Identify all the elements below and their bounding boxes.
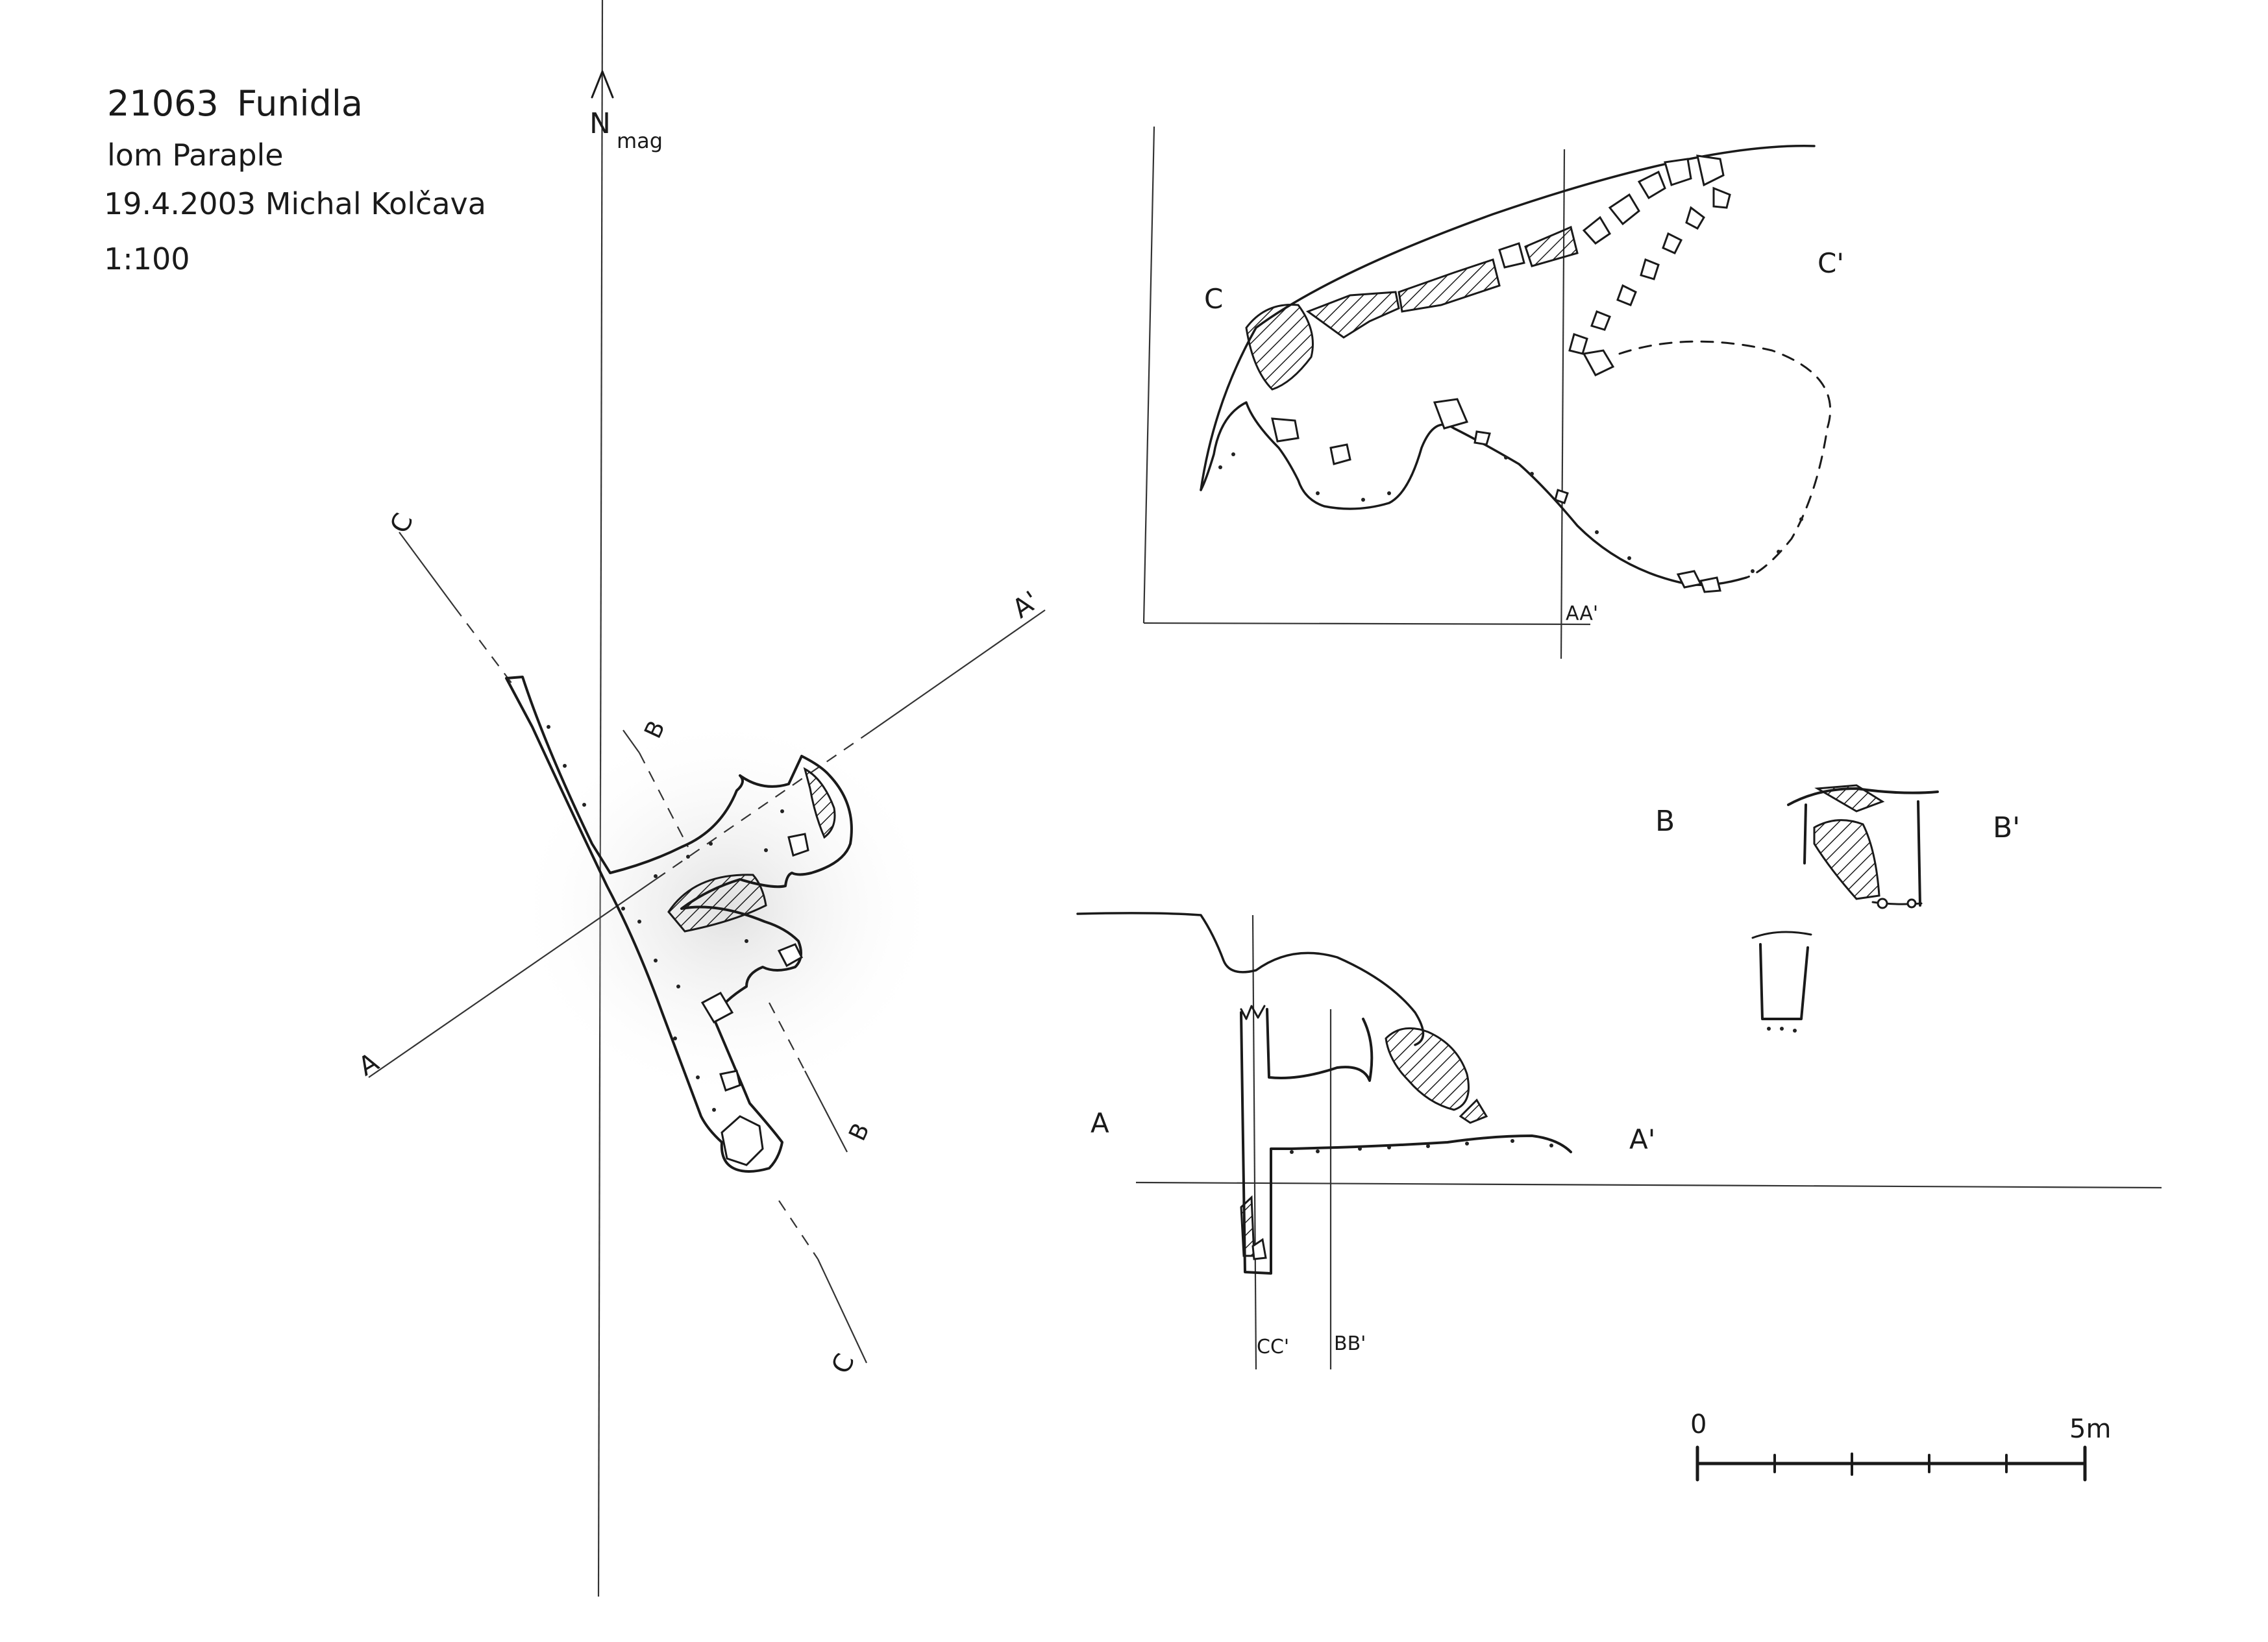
section-line-c-end: [817, 1258, 867, 1364]
section-line-a-end: [869, 609, 1046, 733]
plan-boulder: [721, 1115, 764, 1166]
section-cc-label-left: C: [1204, 283, 1223, 315]
section-bb-wall-left: [1803, 803, 1807, 864]
section-cc-boulder-4: [1524, 225, 1579, 267]
section-cc-frame-left: [1142, 126, 1155, 624]
section-aa-shaft-stone: [1251, 1238, 1267, 1260]
section-line-c-dashed-end: [778, 1200, 819, 1260]
section-aa-label-right: A': [1629, 1123, 1655, 1155]
section-bb-lower-shaft: [1759, 943, 1809, 1020]
section-aa-shaft-top: [1240, 1005, 1266, 1020]
section-aa-floor-specks: [1290, 1139, 1553, 1154]
section-cc-floor: [1200, 401, 1747, 586]
section-bb-floor: [1871, 901, 1923, 905]
section-aa-floor: [1240, 1011, 1572, 1275]
section-cc-crossing-label: AA': [1566, 602, 1598, 625]
section-cc-aa-line: [1560, 149, 1566, 659]
plan-label-c-top: C: [385, 509, 419, 538]
section-cc-label-right: C': [1818, 247, 1844, 279]
section-bb-ceiling-hatch: [1814, 784, 1885, 813]
scale-bar-ticks: [1695, 1445, 2087, 1482]
cave-id: 21063: [107, 83, 219, 124]
section-aa-label-left: A: [1091, 1107, 1109, 1139]
plan-boulder-4: [719, 1070, 741, 1092]
section-line-b-dashed-end: [769, 1002, 806, 1072]
plan-view: A A' C C B B: [354, 509, 1046, 1379]
section-bb: B B': [1655, 784, 2020, 1033]
section-aa-boulder-small: [1459, 1098, 1488, 1124]
section-cc: C C' AA': [1142, 126, 1844, 659]
plan-boulder-hatched-1: [667, 874, 767, 933]
section-aa-ceiling: [1076, 912, 1425, 1046]
section-line-b-dashed: [639, 752, 689, 848]
arrow-head-icon: [591, 70, 614, 99]
section-line-a-dashed: [655, 731, 870, 880]
section-bb-label-left: B: [1655, 805, 1675, 838]
section-aa-passage-roof: [1266, 1008, 1374, 1082]
scale-note: 1:100: [104, 241, 190, 276]
section-aa-cc-line: [1251, 914, 1257, 1370]
section-bb-boulder-hatched: [1813, 819, 1880, 900]
plan-label-a: A: [354, 1047, 384, 1082]
section-cc-boulder-3: [1398, 258, 1501, 313]
section-line-c-dashed: [454, 606, 513, 685]
north-letter: N: [589, 107, 611, 140]
cave-plan-outline: [505, 676, 853, 1173]
plan-label-b-bottom: B: [844, 1119, 875, 1145]
section-bb-label-right: B': [1993, 811, 2020, 844]
section-aa-crossing-cc: CC': [1257, 1336, 1289, 1358]
section-bb-floor-stones: [1877, 898, 1917, 909]
section-cc-frame-bottom: [1143, 622, 1591, 626]
section-line-b-end: [804, 1070, 848, 1153]
title-block: 21063 Funidla lom Paraple 19.4.2003 Mich…: [104, 83, 486, 276]
plan-boulder-hatched-2: [803, 767, 836, 839]
section-aa-crossing-bb: BB': [1334, 1332, 1366, 1355]
section-line-c-start: [399, 532, 455, 607]
cave-name: Funidla: [237, 83, 363, 124]
section-cc-boulder-2: [1305, 291, 1400, 339]
section-bb-lower-shaft-top: [1751, 931, 1812, 939]
section-cc-floor-stones: [1271, 398, 1721, 593]
section-cc-ceiling: [1200, 145, 1816, 491]
date-author: 19.4.2003 Michal Kolčava: [104, 186, 486, 221]
plan-boulder-3: [777, 943, 803, 968]
section-line-a: [368, 879, 656, 1078]
locality: lom Paraple: [107, 138, 284, 173]
plan-gravel-specks: [547, 725, 784, 1112]
scale-bar: 0 5m: [1690, 1410, 2111, 1482]
plan-boulder-2: [700, 992, 734, 1023]
section-bb-lower-specks: [1767, 1027, 1797, 1033]
section-aa-datum-line: [1135, 1181, 2162, 1189]
plan-label-c-bottom: C: [826, 1349, 861, 1379]
section-aa-boulder-hatched: [1385, 1027, 1470, 1111]
section-cc-boulder-large: [1245, 303, 1314, 391]
section-line-b-start: [622, 729, 640, 754]
scale-bar-start-label: 0: [1690, 1410, 1707, 1440]
section-aa: A A' CC' BB': [1076, 912, 2162, 1370]
section-bb-wall-right: [1917, 800, 1921, 907]
section-cc-dashed-outline: [1618, 340, 1832, 579]
scale-bar-end-label: 5m: [2069, 1414, 2111, 1444]
section-cc-floor-specks: [1218, 452, 1803, 573]
plan-label-a-prime: A': [1007, 585, 1045, 624]
plan-boulder-5: [787, 833, 809, 857]
section-cc-ceiling-stones: [1498, 154, 1731, 376]
north-subscript: mag: [617, 129, 663, 153]
